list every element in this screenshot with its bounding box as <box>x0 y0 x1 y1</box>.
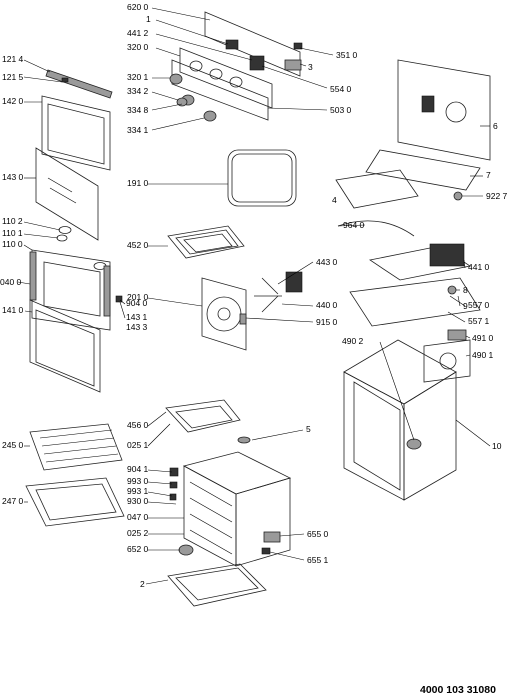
callout-143-3: 143 3 <box>126 322 148 332</box>
callout-191-0: 191 0 <box>127 178 149 188</box>
callout-557-1: 557 1 <box>468 316 490 326</box>
callout-655-1: 655 1 <box>307 555 329 565</box>
control-panel-assembly <box>171 11 303 121</box>
door-assembly <box>29 69 123 393</box>
callout-351-0: 351 0 <box>336 50 358 60</box>
callout-490-2: 490 2 <box>342 336 364 346</box>
cooling-fan-assembly <box>337 220 481 383</box>
callout-143-0: 143 0 <box>2 172 24 182</box>
callout-320-1: 320 1 <box>127 72 149 82</box>
callout-993-1: 993 1 <box>127 486 149 496</box>
callout-110-0: 110 0 <box>2 239 23 249</box>
callout-334-1: 334 1 <box>127 125 149 135</box>
rear-cover <box>365 59 491 191</box>
callout-456-0: 456 0 <box>127 420 149 430</box>
callout-930-0: 930 0 <box>127 496 149 506</box>
callout-655-0: 655 0 <box>307 529 329 539</box>
callout-143-1: 143 1 <box>126 312 148 322</box>
callout-201-0: 201 0 <box>127 292 149 302</box>
callout-10: 10 <box>492 441 502 451</box>
callout-4: 4 <box>332 195 337 205</box>
callout-121-4: 121 4 <box>2 54 24 64</box>
document-number: 4000 103 31080 <box>420 684 496 696</box>
callout-110-1: 110 1 <box>2 228 23 238</box>
callout-6: 6 <box>493 121 498 131</box>
callout-025-1: 025 1 <box>127 440 149 450</box>
callout-110-2: 110 2 <box>2 216 23 226</box>
callout-8: 8 <box>463 285 468 295</box>
callout-142-0: 142 0 <box>2 96 24 106</box>
callout-652-0: 652 0 <box>127 544 149 554</box>
callout-964-0: 964 0 <box>343 220 365 230</box>
callout-7: 7 <box>486 170 491 180</box>
callout-025-2: 025 2 <box>127 528 149 538</box>
outer-cabinet <box>343 339 457 501</box>
callout-334-8: 334 8 <box>127 105 149 115</box>
grill-element <box>167 225 245 259</box>
callout-443-0: 443 0 <box>316 257 338 267</box>
callout-3: 3 <box>308 62 313 72</box>
callout-320-0: 320 0 <box>127 42 149 52</box>
callout-334-2: 334 2 <box>127 86 149 96</box>
door-seal <box>227 149 297 207</box>
callout-441-0: 441 0 <box>468 262 490 272</box>
callout-040-0: 040 0 <box>0 277 22 287</box>
callout-915-0: 915 0 <box>316 317 338 327</box>
callout-452-0: 452 0 <box>127 240 149 250</box>
oven-cavity <box>169 451 292 567</box>
callout-904-1: 904 1 <box>127 464 149 474</box>
callout-1: 1 <box>146 14 151 24</box>
baking-tray <box>25 477 125 527</box>
callout-993-0: 993 0 <box>127 476 149 486</box>
callout-922-7: 922 7 <box>486 191 508 201</box>
callout-554-0: 554 0 <box>330 84 352 94</box>
bottom-plate <box>167 563 267 607</box>
callout-5: 5 <box>306 424 311 434</box>
callout-047-0: 047 0 <box>127 512 149 522</box>
wire-rack <box>29 423 123 471</box>
callout-245-0: 245 0 <box>2 440 24 450</box>
knobs <box>169 73 217 122</box>
lower-heating-element <box>165 399 251 444</box>
callout-440-0: 440 0 <box>316 300 338 310</box>
callout-9: 9 <box>463 301 468 311</box>
callout-labels: 620 0 1 441 2 320 0 351 0 3 320 1 554 0 … <box>0 2 508 696</box>
callout-503-0: 503 0 <box>330 105 352 115</box>
callout-904-0: 904 0 <box>126 298 148 308</box>
callout-2: 2 <box>140 579 145 589</box>
callout-490-1: 490 1 <box>472 350 494 360</box>
callout-491-0: 491 0 <box>472 333 494 343</box>
callout-247-0: 247 0 <box>2 496 24 506</box>
callout-557-0: 557 0 <box>468 300 490 310</box>
top-shield <box>335 169 463 209</box>
fan-and-motor <box>201 271 303 351</box>
callout-141-0: 141 0 <box>2 305 24 315</box>
leader-lines <box>17 7 491 585</box>
callout-620-0: 620 0 <box>127 2 149 12</box>
callout-121-5: 121 5 <box>2 72 24 82</box>
callout-441-2: 441 2 <box>127 28 149 38</box>
